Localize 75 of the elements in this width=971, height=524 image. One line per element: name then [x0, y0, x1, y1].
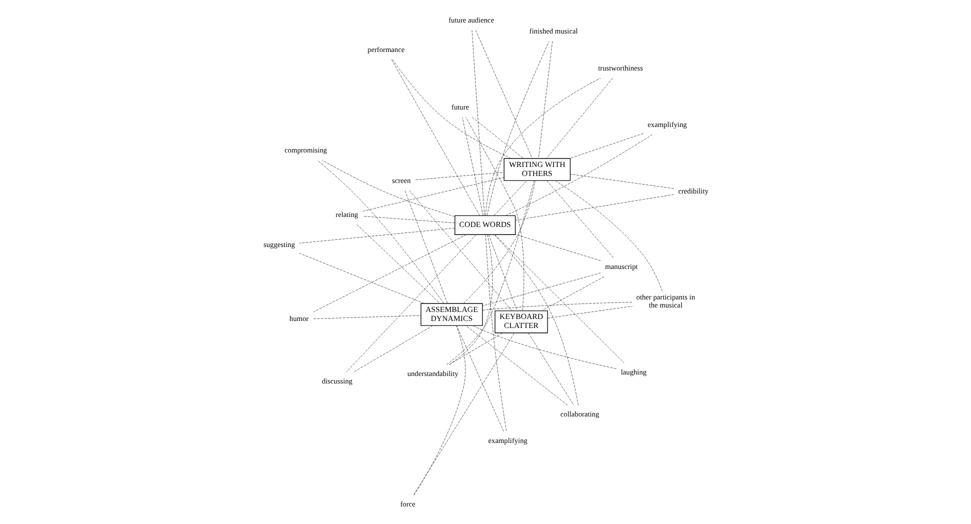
node-text: laughing — [620, 366, 646, 376]
connector — [494, 234, 624, 363]
connector — [462, 116, 483, 216]
connector — [484, 77, 600, 216]
node-text: future — [451, 102, 469, 112]
connector — [494, 234, 578, 406]
connector — [570, 173, 674, 188]
connector — [482, 272, 600, 306]
connector — [484, 234, 506, 432]
connector — [462, 180, 535, 304]
node-text: understandability — [406, 368, 458, 378]
node-text: relating — [335, 209, 358, 218]
connector — [488, 234, 517, 311]
connector — [514, 234, 600, 260]
connector — [362, 215, 454, 223]
node-text: screen — [391, 176, 410, 185]
connector — [404, 190, 448, 304]
connector — [414, 172, 504, 180]
connector — [392, 58, 511, 158]
connector — [298, 252, 424, 304]
connector — [482, 301, 632, 310]
connector — [471, 29, 484, 216]
connector — [316, 159, 444, 304]
connector — [312, 314, 421, 318]
node-text: examplifying — [488, 435, 527, 444]
connector — [472, 324, 616, 368]
connector — [474, 29, 532, 158]
node-text: humor — [288, 314, 308, 323]
connector — [448, 332, 502, 364]
node-text: performance — [367, 44, 404, 54]
node-text: force — [400, 498, 415, 508]
connector — [346, 234, 476, 372]
connector — [408, 190, 512, 310]
node-text: trustworthiness — [598, 63, 642, 72]
connector — [471, 116, 524, 158]
node-text: credibility — [678, 186, 708, 195]
connector — [504, 134, 652, 216]
node-box: WRITING WITH OTHERS — [503, 158, 570, 180]
connector — [554, 180, 662, 292]
connector — [352, 324, 432, 372]
node-text: other participants in the musical — [636, 292, 695, 309]
connector — [486, 40, 549, 216]
connector — [362, 176, 504, 211]
connector — [356, 224, 440, 304]
node-box: KEYBOARD CLATTER — [494, 310, 548, 333]
node-text: collaborating — [560, 409, 599, 418]
connector — [321, 159, 454, 216]
node-text: manuscript — [604, 262, 638, 271]
node-text: compromising — [284, 144, 326, 154]
connector — [546, 305, 632, 318]
connector — [413, 324, 466, 495]
connector — [568, 132, 643, 158]
node-text: finished musical — [528, 26, 578, 36]
connector — [390, 58, 480, 216]
node-box: CODE WORDS — [454, 214, 516, 234]
node-text: examplifying — [647, 120, 686, 129]
connector — [538, 40, 552, 158]
connector — [546, 77, 612, 158]
node-box: ASSEMBLAGE DYNAMICS — [420, 302, 482, 326]
node-text: future audience — [448, 14, 494, 24]
connector — [298, 227, 454, 243]
connector — [465, 324, 568, 405]
connector — [413, 332, 514, 495]
connector — [465, 116, 524, 310]
connector — [448, 234, 492, 364]
connector — [528, 332, 574, 405]
connector — [546, 180, 613, 258]
connector — [456, 324, 504, 432]
node-text: suggesting — [262, 240, 294, 249]
connector — [514, 194, 674, 220]
connector — [312, 234, 466, 312]
connector — [540, 276, 604, 311]
connector — [493, 180, 526, 216]
connector — [446, 180, 534, 364]
node-text: discussing — [321, 376, 352, 386]
